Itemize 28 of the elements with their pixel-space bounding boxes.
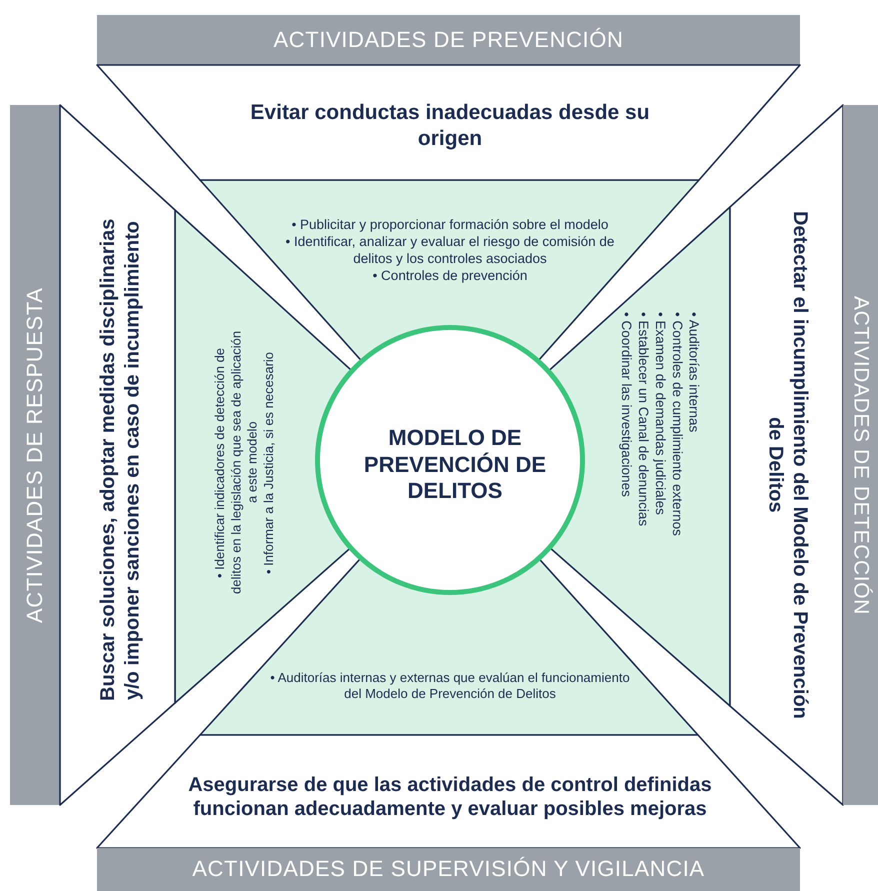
category-band	[97, 15, 800, 65]
bullet-item: • Auditorías internas y externas que evalúan el funcionamiento del Modelo de Prevención de Delitos	[270, 670, 630, 702]
goal-text: Detectar el incumplimiento del Modelo de Prevención de Delitos	[764, 210, 812, 720]
goal-text: Evitar conductas inadecuadas desde su origen	[249, 100, 651, 152]
category-band	[843, 105, 878, 805]
bullet-item: • Auditorías internas	[686, 312, 702, 434]
goal-text: Asegurarse de que las actividades de control definidas funcionan adecuadamente y evaluar posibles mejoras	[187, 772, 713, 822]
trapezoid-panel	[97, 735, 800, 848]
bullet-item: • Examen de demandas judiciales	[652, 312, 668, 517]
bullet-item: • Identificar, analizar y evaluar el riesgo de comisión de delitos y los controles asociados	[284, 234, 616, 268]
band-title: ACTIVIDADES DE DETECCIÓN	[848, 294, 874, 616]
band-title: ACTIVIDADES DE SUPERVISIÓN Y VIGILANCIA	[192, 856, 705, 883]
trapezoid-panel	[60, 105, 175, 805]
bullet-item: • Coordinar las investigaciones	[618, 312, 634, 499]
band-title: ACTIVIDADES DE RESPUESTA	[22, 286, 48, 625]
bullet-item: • Informar a la Justicia, si es necesario	[260, 350, 276, 576]
band-title: ACTIVIDADES DE PREVENCIÓN	[274, 26, 624, 54]
bullet-item: • Publicitar y proporcionar formación sobre el modelo	[290, 217, 610, 234]
category-band	[10, 105, 60, 805]
trapezoid-panel	[97, 65, 800, 180]
circle-title: MODELO DE PREVENCIÓN DE DELITOS	[362, 424, 548, 506]
bullet-item: • Controles de prevención	[372, 268, 528, 285]
bullet-item: • Identificar indicadores de detección de delitos en la legislación que sea de aplicación a este modelo	[212, 330, 260, 595]
bullet-item: • Controles de cumplimiento externos	[668, 312, 685, 538]
bullet-item: • Establecer un Canal de denuncias	[635, 312, 652, 528]
trapezoid-panel	[730, 105, 843, 805]
goal-text: Buscar soluciones, adoptar medidas disciplinarias y/o imponer sanciones en caso de incumplimiento	[96, 218, 144, 704]
category-band	[97, 848, 800, 891]
